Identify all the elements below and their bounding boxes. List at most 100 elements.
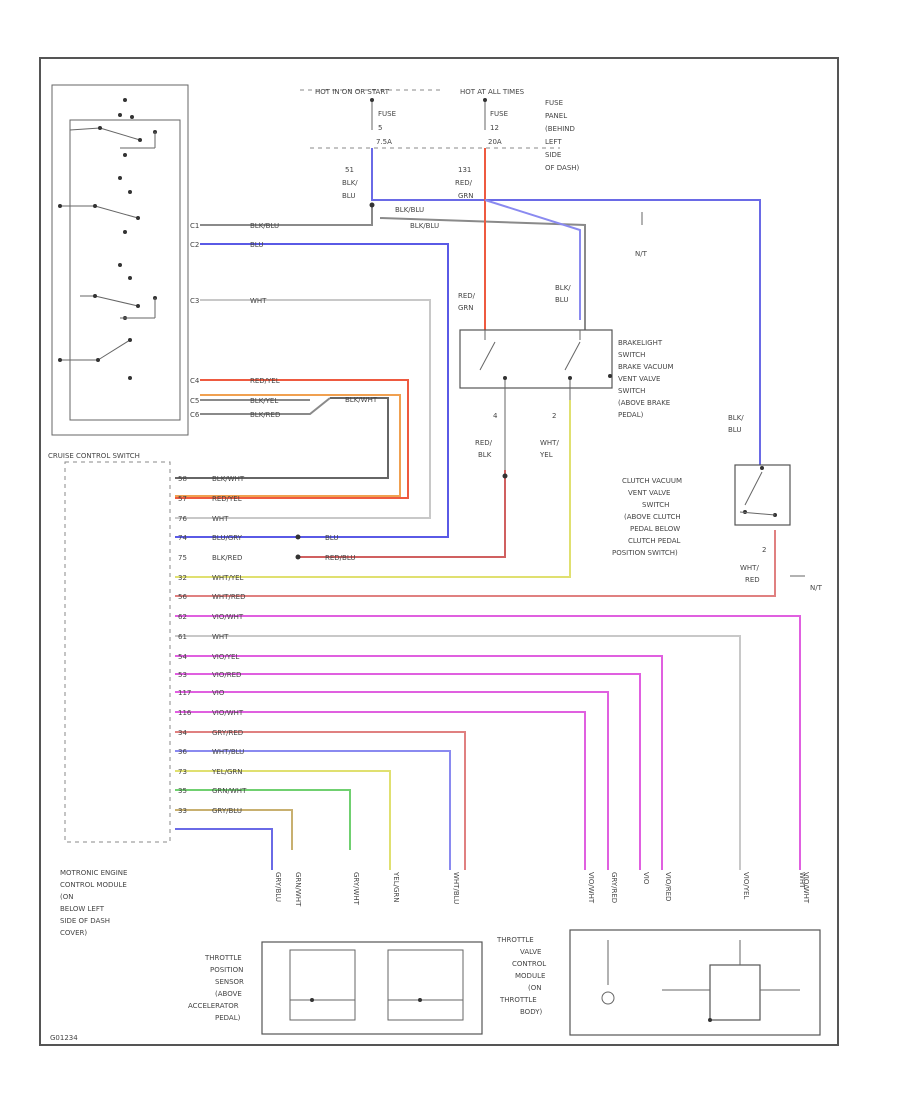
brakelight-switch: RED/ GRN BLK/ BLU BRAKELIGHT SWITCH BRAK… xyxy=(458,284,674,479)
svg-text:BLK/: BLK/ xyxy=(728,414,744,422)
connector-wire-label: GRY/BLU xyxy=(274,872,282,902)
fuse-wire-labels: 51 BLK/ BLU 131 RED/ GRN BLK/BLU BLK/BLU… xyxy=(342,166,648,258)
svg-text:BLK: BLK xyxy=(478,451,492,459)
nt-label-b: N/T xyxy=(810,584,823,592)
ccs-wire-c5: C5 BLK/YEL xyxy=(190,397,278,405)
svg-text:MODULE: MODULE xyxy=(515,972,545,980)
connector-wire-label: WHT/BLU xyxy=(452,872,460,904)
connector-wire-label: WHT xyxy=(798,872,806,889)
throttle-valve-control-module: THROTTLE VALVE CONTROL MODULE (ON THROTT… xyxy=(496,872,821,1036)
ccs-wire-c4: C4 RED/YEL xyxy=(190,377,280,385)
splice-blu-label: BLU xyxy=(325,534,338,542)
svg-text:PEDAL): PEDAL) xyxy=(215,1014,241,1022)
ecm-pin-wire-label: GRN/WHT xyxy=(212,787,247,795)
ecm-pin-wire-label: GRY/BLU xyxy=(212,807,242,815)
ecm-pin-number: 53 xyxy=(178,671,187,679)
wires xyxy=(175,148,801,870)
ecm-pin-wire-label: WHT/YEL xyxy=(212,574,244,582)
svg-text:(ABOVE: (ABOVE xyxy=(215,990,242,998)
svg-text:VENT VALVE: VENT VALVE xyxy=(618,375,660,383)
svg-text:2: 2 xyxy=(552,412,556,420)
ccs-wire-label: WHT xyxy=(250,297,267,305)
svg-text:C2: C2 xyxy=(190,241,199,249)
diagram-frame xyxy=(39,57,839,1046)
ecm-pin: 36 WHT/BLU xyxy=(178,748,244,756)
ecm-pin-number: 36 xyxy=(178,748,187,756)
ecm-description: MOTRONIC ENGINE CONTROL MODULE (ON BELOW… xyxy=(60,869,127,937)
svg-text:RED/: RED/ xyxy=(458,292,476,300)
splice-red-blu-label: RED/BLU xyxy=(325,554,356,562)
ecm-pin-wire-label: VIO/WHT xyxy=(212,709,244,717)
watermark-code: G01234 xyxy=(50,1034,78,1042)
svg-text:SWITCH: SWITCH xyxy=(642,501,669,509)
svg-text:BLU: BLU xyxy=(555,296,568,304)
connector-wire-label: GRY/WHT xyxy=(352,872,360,906)
ecm-pin-wire-label: WHT/BLU xyxy=(212,748,244,756)
nt-label-a: N/T xyxy=(635,250,648,258)
ecm-pin-wire-label: WHT xyxy=(212,515,229,523)
ecm-pin-wire-label: VIO/WHT xyxy=(212,613,244,621)
svg-text:WHT/: WHT/ xyxy=(740,564,759,572)
svg-text:RED/: RED/ xyxy=(455,179,473,187)
svg-text:BLU: BLU xyxy=(342,192,355,200)
svg-text:THROTTLE: THROTTLE xyxy=(496,936,534,944)
svg-text:SWITCH: SWITCH xyxy=(618,351,645,359)
ecm-pin-number: 61 xyxy=(178,633,187,641)
svg-text:C1: C1 xyxy=(190,222,199,230)
ecm-pin-number: 34 xyxy=(178,729,187,737)
connector-wire-label: YEL/GRN xyxy=(392,871,400,902)
svg-text:RED/: RED/ xyxy=(475,439,493,447)
ecm-pin-wire-label: BLU/GRY xyxy=(212,534,243,542)
svg-text:BLK/: BLK/ xyxy=(342,179,358,187)
ecm-pin-number: 54 xyxy=(178,653,187,661)
svg-text:FUSE: FUSE xyxy=(545,99,563,107)
svg-text:C3: C3 xyxy=(190,297,199,305)
svg-text:(ON: (ON xyxy=(528,984,541,992)
svg-text:(ABOVE BRAKE: (ABOVE BRAKE xyxy=(618,399,670,407)
svg-text:MOTRONIC ENGINE: MOTRONIC ENGINE xyxy=(60,869,127,877)
ecm-pin-wire-label: BLK/WHT xyxy=(212,475,245,483)
ccs-wire-c1: C1 BLK/BLU xyxy=(190,222,279,230)
ccs-wire-label: RED/YEL xyxy=(250,377,280,385)
svg-text:C5: C5 xyxy=(190,397,199,405)
tps-label: THROTTLE POSITION SENSOR (ABOVE ACCELERA… xyxy=(188,954,244,1022)
svg-text:BELOW LEFT: BELOW LEFT xyxy=(60,905,105,913)
svg-text:LEFT: LEFT xyxy=(545,138,562,146)
svg-text:BODY): BODY) xyxy=(520,1008,542,1016)
ecm-pin-number: 57 xyxy=(178,495,187,503)
svg-text:SENSOR: SENSOR xyxy=(215,978,244,986)
svg-text:51: 51 xyxy=(345,166,354,174)
ecm-pin: 62 VIO/WHT xyxy=(178,613,244,621)
ecm-pin-wire-label: WHT/RED xyxy=(212,593,246,601)
ecm-pin-wire-label: VIO xyxy=(212,689,225,697)
ecm-pin-wire-label: GRY/RED xyxy=(212,729,243,737)
ecm-pin-number: 73 xyxy=(178,768,187,776)
svg-text:CLUTCH VACUUM: CLUTCH VACUUM xyxy=(622,477,682,485)
fuse-b-name: FUSE xyxy=(490,110,508,118)
ecm-pin-number: 62 xyxy=(178,613,187,621)
ecm-pin-wire-label: BLK/RED xyxy=(212,554,242,562)
ccs-wire-label: BLK/RED xyxy=(250,411,280,419)
ccs-wire-label: BLK/YEL xyxy=(250,397,278,405)
svg-text:PEDAL): PEDAL) xyxy=(618,411,644,419)
ccs-wire-label: BLK/BLU xyxy=(250,222,279,230)
svg-text:BLK/BLU: BLK/BLU xyxy=(410,222,439,230)
svg-text:OF DASH): OF DASH) xyxy=(545,164,580,172)
svg-text:POSITION: POSITION xyxy=(210,966,243,974)
ccs-connectors: C1 BLK/BLU C2 BLU C3 WHT C4 RED/YEL C5 B… xyxy=(190,222,378,419)
svg-text:WHT/: WHT/ xyxy=(540,439,559,447)
svg-text:GRN: GRN xyxy=(458,304,474,312)
svg-text:COVER): COVER) xyxy=(60,929,87,937)
